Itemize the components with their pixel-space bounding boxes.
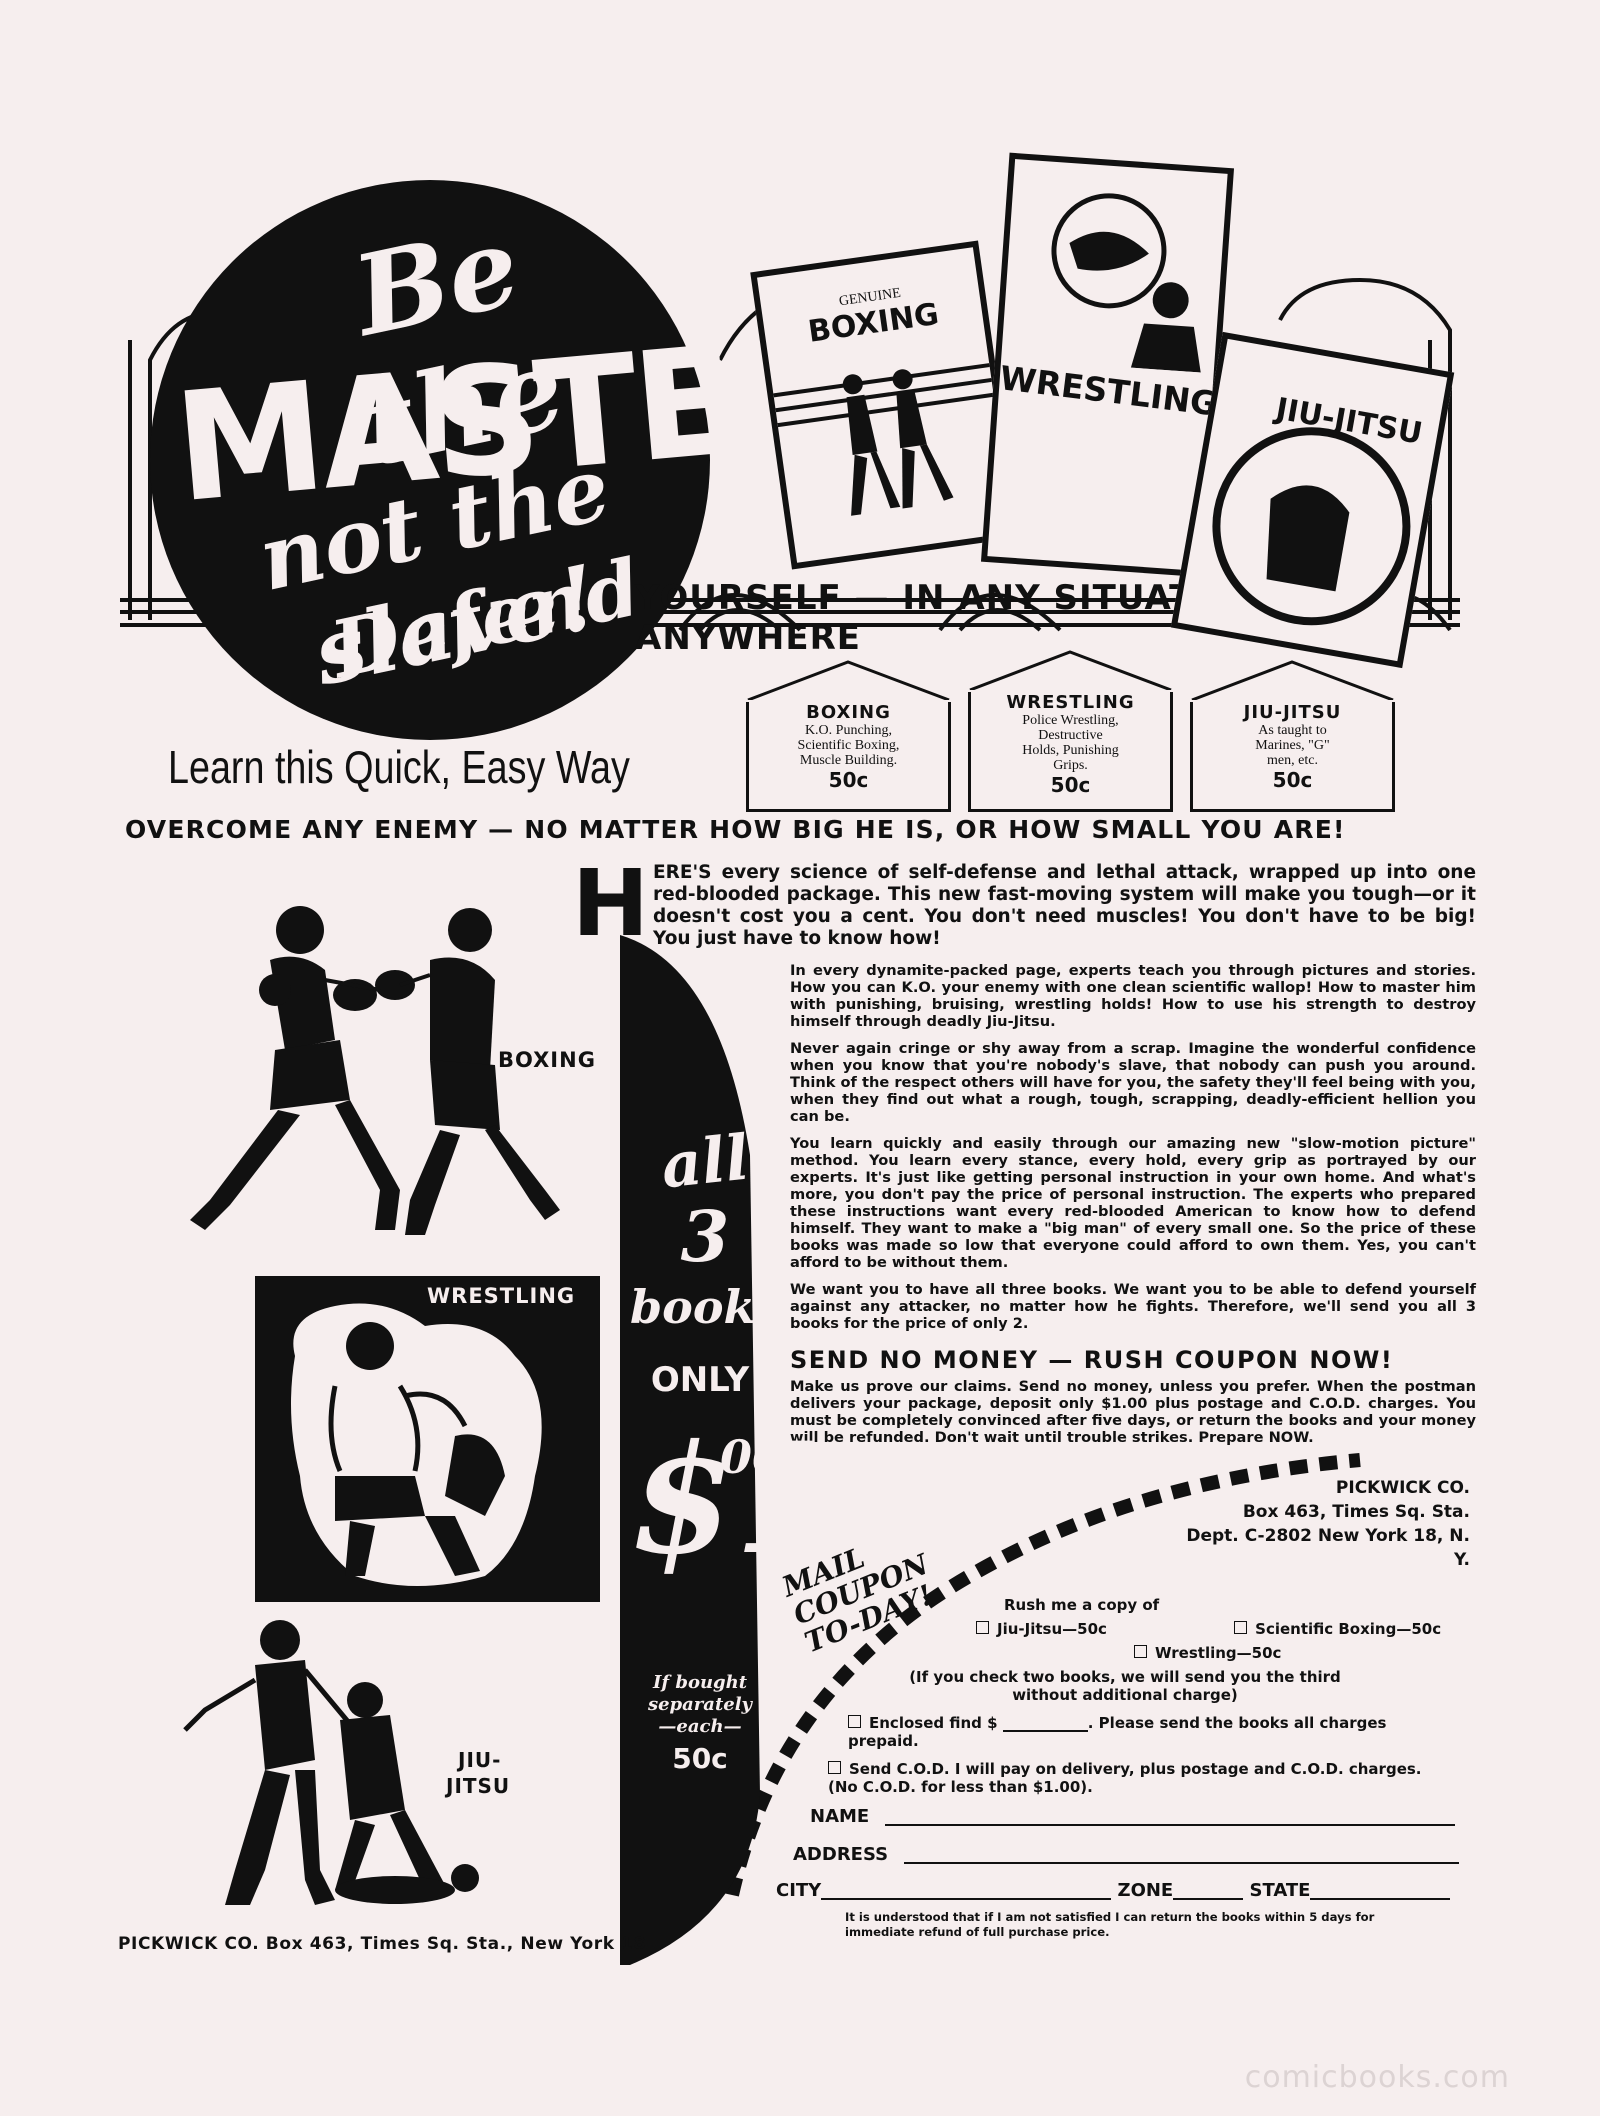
company-name: PICKWICK CO. xyxy=(1335,1478,1470,1498)
body-paragraph: In every dynamite-packed page, experts t… xyxy=(790,962,1476,1030)
banner-dollar: $1 xyxy=(630,1412,839,1588)
overcome-heading: OVERCOME ANY ENEMY — NO MATTER HOW BIG H… xyxy=(125,815,1346,844)
wrestling-illustration xyxy=(291,1303,542,1586)
company-box: Box 463, Times Sq. Sta. xyxy=(1242,1502,1470,1522)
company-dept: Dept. C-2802 xyxy=(1186,1526,1312,1546)
roof-icon xyxy=(969,650,1172,690)
city-row: CITY ZONE STATE xyxy=(776,1880,1451,1901)
address-row: ADDRESS xyxy=(793,1844,1460,1865)
body-paragraphs: In every dynamite-packed page, experts t… xyxy=(790,962,1476,1446)
state-label: STATE xyxy=(1249,1880,1311,1901)
watermark: comicbooks.com xyxy=(1244,2060,1510,2095)
banner-each: —each— xyxy=(658,1716,742,1737)
jiujitsu-label-2: JITSU xyxy=(446,1774,511,1798)
banner-cents: 00 xyxy=(720,1430,785,1484)
footer-address: PICKWICK CO. Box 463, Times Sq. Sta., Ne… xyxy=(118,1934,647,1954)
price-tag-desc-line: Scientific Boxing, xyxy=(797,738,900,753)
book-wrestling: WRESTLING xyxy=(980,152,1235,578)
price-tag-desc-line: men, etc. xyxy=(1267,753,1318,768)
wrestling-label: WRESTLING xyxy=(427,1284,576,1308)
wrestling-cover-art xyxy=(1051,193,1201,373)
checkbox-boxing[interactable] xyxy=(1234,1621,1248,1634)
option-boxing-label: Scientific Boxing—50c xyxy=(1255,1620,1442,1638)
banner-if-bought: If bought xyxy=(652,1672,748,1693)
banner-books: books xyxy=(630,1280,782,1334)
price-tag-desc-line: Holds, Punishing xyxy=(1022,743,1119,758)
price-tag-boxing: BOXING K.O. Punching, Scientific Boxing,… xyxy=(746,660,951,812)
hero-circle xyxy=(150,180,710,740)
enclosed-label-rest: . Please send the books all charges prep… xyxy=(848,1714,1387,1750)
guarantee-fine-print: It is understood that if I am not satisf… xyxy=(845,1910,1375,1939)
banner-only: ONLY xyxy=(650,1360,750,1400)
body-paragraph: Never again cringe or shy away from a sc… xyxy=(790,1040,1476,1125)
book-boxing: GENUINE BOXING xyxy=(750,240,1020,570)
body-paragraph: You learn quickly and easily through our… xyxy=(790,1135,1476,1271)
city-label: CITY xyxy=(776,1880,822,1901)
learn-heading: Learn this Quick, Easy Way xyxy=(168,741,630,793)
price-tag-desc-line: Muscle Building. xyxy=(799,753,898,768)
price-tag-title: WRESTLING xyxy=(1006,692,1135,713)
price-tag-desc-line: Police Wrestling, xyxy=(1022,713,1119,728)
city-field[interactable] xyxy=(821,1898,1112,1900)
enclosed-amount-field[interactable] xyxy=(1002,1730,1088,1732)
send-no-money-heading: SEND NO MONEY — RUSH COUPON NOW! xyxy=(790,1346,1394,1374)
company-city: New York 18, N. Y. xyxy=(1317,1526,1470,1570)
price-tag-title: BOXING xyxy=(806,702,891,723)
name-row: NAME xyxy=(810,1806,1456,1827)
intro-dropcap: H xyxy=(572,850,649,957)
name-label: NAME xyxy=(810,1806,870,1827)
coupon-rush: Rush me a copy of xyxy=(1004,1596,1160,1614)
price-tag-jiujitsu: JIU-JITSU As taught to Marines, "G" men,… xyxy=(1190,660,1395,812)
price-tag-desc-line: K.O. Punching, xyxy=(804,723,893,738)
banner-price: 50c xyxy=(672,1742,728,1775)
banner-separately: separately xyxy=(647,1694,753,1715)
price-tag-wrestling: WRESTLING Police Wrestling, Destructive … xyxy=(968,650,1173,812)
company-address: PICKWICK CO. Box 463, Times Sq. Sta. Dep… xyxy=(1180,1476,1470,1572)
wrestling-panel: WRESTLING xyxy=(255,1276,600,1602)
body-paragraph: We want you to have all three books. We … xyxy=(790,1281,1476,1332)
jiujitsu-illustration xyxy=(183,1620,479,1905)
price-tag-desc-line: Destructive xyxy=(1038,728,1103,743)
roof-icon xyxy=(747,660,950,700)
enclosed-label: Enclosed find $ xyxy=(869,1714,998,1732)
book-jiujitsu: JIU-JITSU xyxy=(1170,331,1455,669)
price-tag-title: JIU-JITSU xyxy=(1243,702,1342,723)
banner-all: all xyxy=(657,1120,753,1203)
price-tag-price: 50c xyxy=(828,768,869,792)
coupon-note: (If you check two books, we will send yo… xyxy=(909,1668,1341,1704)
address-label: ADDRESS xyxy=(793,1844,889,1865)
checkbox-enclosed[interactable] xyxy=(848,1715,861,1728)
boxing-cover-art xyxy=(773,363,994,516)
option-wrestling-label: Wrestling—50c xyxy=(1155,1644,1282,1662)
banner-three: 3 xyxy=(680,1195,730,1278)
intro-block: H ERE'S every science of self-defense an… xyxy=(572,850,1476,957)
checkbox-cod[interactable] xyxy=(828,1761,841,1774)
price-tag-desc-line: Grips. xyxy=(1053,758,1088,773)
price-tag-desc-line: Marines, "G" xyxy=(1255,738,1330,753)
zone-field[interactable] xyxy=(1173,1898,1244,1900)
coupon-dashed-border xyxy=(725,1453,1361,1897)
address-field[interactable] xyxy=(904,1862,1460,1864)
name-field[interactable] xyxy=(885,1824,1456,1826)
cod-label: Send C.O.D. I will pay on delivery, plus… xyxy=(828,1760,1422,1796)
jiujitsu-label-1: JIU- xyxy=(458,1748,502,1772)
send-no-money-text: Make us prove our claims. Send no money,… xyxy=(790,1378,1476,1446)
checkbox-jiujitsu[interactable] xyxy=(976,1621,989,1634)
state-field[interactable] xyxy=(1310,1898,1451,1900)
jiujitsu-cover-art: JIU-JITSU xyxy=(1212,391,1425,626)
price-tag-desc-line: As taught to xyxy=(1258,723,1327,738)
price-tag-price: 50c xyxy=(1272,768,1313,792)
checkbox-wrestling[interactable] xyxy=(1134,1645,1147,1658)
intro-text: ERE'S every science of self-defense and … xyxy=(653,862,1476,949)
price-tag-price: 50c xyxy=(1050,773,1091,797)
boxing-illustration xyxy=(190,906,560,1235)
option-jiujitsu-label: Jiu-Jitsu—50c xyxy=(997,1620,1107,1638)
boxing-label: BOXING xyxy=(498,1048,596,1072)
roof-icon xyxy=(1191,660,1394,700)
coupon-form: Rush me a copy of Jiu-Jitsu—50c Scientif… xyxy=(780,1596,1480,1796)
zone-label: ZONE xyxy=(1117,1880,1174,1901)
price-banner-shape xyxy=(620,935,760,1965)
